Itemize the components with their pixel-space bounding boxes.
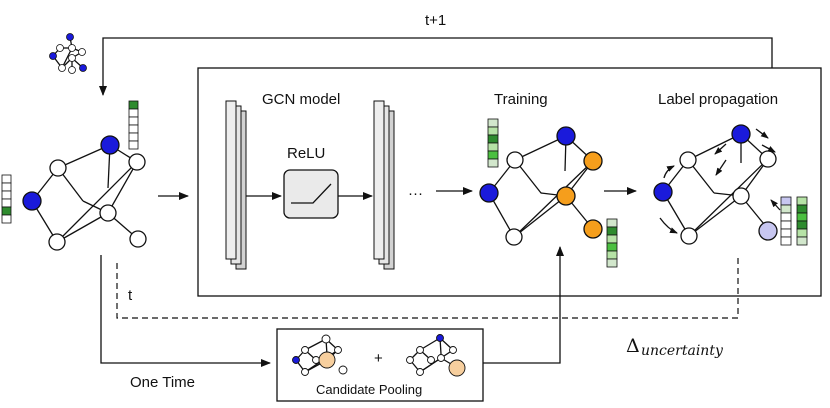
labeled-node [653, 182, 673, 202]
training-label: Training [494, 91, 548, 108]
arrow-to-training [483, 246, 564, 364]
gcn-layer-stack-1 [225, 100, 247, 270]
uncertain-node [758, 221, 778, 241]
candidate-graph-2 [406, 334, 466, 377]
input-graph [22, 135, 147, 251]
label-propagation-graph [653, 124, 781, 245]
relu-label: ReLU [287, 145, 325, 162]
label-vector-icon [796, 196, 808, 246]
labeled-node [100, 135, 120, 155]
label-t-plus-1: t+1 [425, 12, 446, 29]
loop-arrow-t-plus-1: t+1 [99, 12, 773, 96]
label-propagation-label: Label propagation [658, 91, 778, 108]
label-vector-icon [487, 118, 499, 168]
delta-uncertainty-label: Δ uncertainty [626, 335, 724, 359]
label-t: t [128, 287, 133, 304]
label-vector-icon [128, 100, 139, 150]
label-vector-icon [606, 218, 618, 268]
delta-symbol: Δ [626, 335, 640, 357]
candidate-node [318, 351, 336, 369]
small-graph-icon [49, 33, 87, 74]
relu-activation-icon [283, 169, 339, 219]
labeled-node [22, 191, 42, 211]
main-process-box [197, 67, 822, 297]
ellipsis: ··· [408, 185, 423, 202]
predicted-node [583, 151, 603, 171]
labeled-node [731, 124, 751, 144]
gcn-layer-stack-2 [373, 100, 395, 270]
labeled-node [556, 126, 576, 146]
label-one-time: One Time [130, 374, 195, 391]
label-vector-icon [1, 174, 12, 224]
candidate-graph-1 [292, 334, 348, 376]
plus-sign: + [374, 350, 383, 367]
predicted-node [556, 186, 576, 206]
candidate-node [448, 359, 466, 377]
one-time-path: One Time [100, 255, 271, 391]
candidate-pooling-label: Candidate Pooling [316, 382, 422, 397]
label-vector-icon [780, 196, 792, 246]
gcn-model-label: GCN model [262, 91, 340, 108]
delta-subscript: uncertainty [641, 343, 724, 359]
candidate-pooling-box [276, 328, 484, 402]
training-graph [479, 126, 603, 246]
predicted-node [583, 219, 603, 239]
dashed-loop-t: t [116, 258, 739, 319]
labeled-node [479, 183, 499, 203]
